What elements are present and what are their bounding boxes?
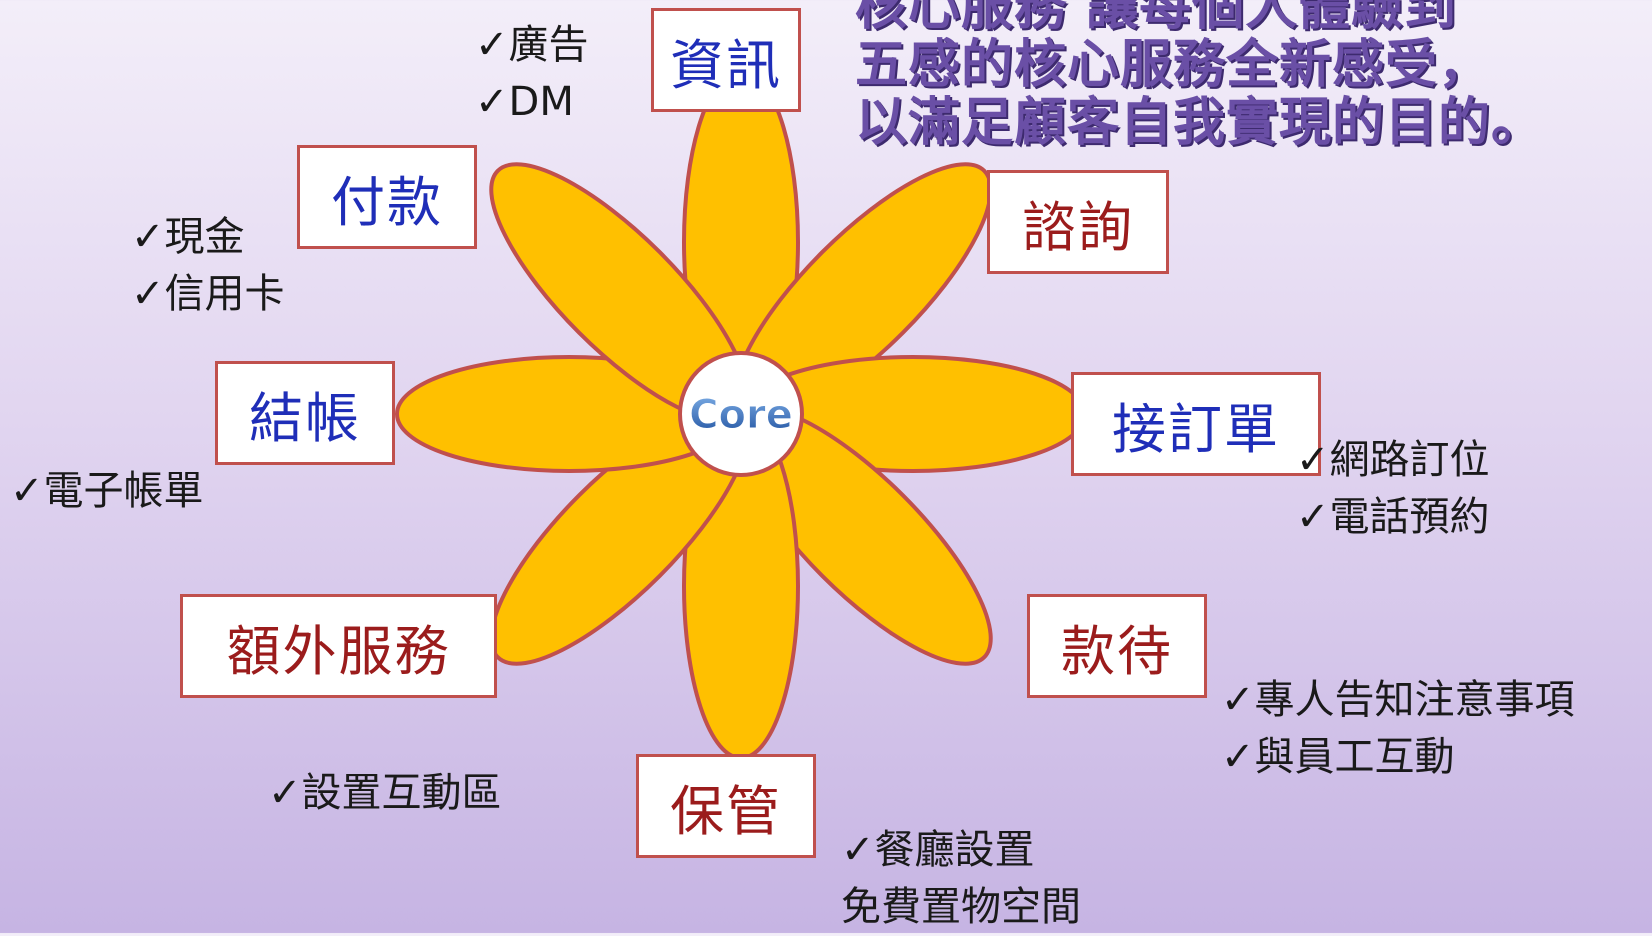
notes-hospitality: ✓專人告知注意事項 ✓與員工互動 [1221,672,1575,786]
notes-information: ✓廣告 ✓DM [475,17,589,131]
note-item: ✓電話預約 [1296,494,1490,540]
petal-label-information: 資訊 [651,8,801,112]
note-item: ✓電子帳單 [10,468,204,514]
note-item: ✓廣告 [475,22,589,68]
core-label: Core [689,392,793,438]
note-item: ✓信用卡 [131,271,285,317]
note-item: ✓網路訂位 [1296,437,1490,483]
notes-exceptions: ✓設置互動區 [268,765,502,822]
note-item: 免費置物空間 [841,884,1081,930]
notes-payment: ✓現金 ✓信用卡 [131,209,285,323]
note-item: ✓專人告知注意事項 [1221,677,1575,723]
note-item: ✓DM [475,79,574,125]
notes-order-taking: ✓網路訂位 ✓電話預約 [1296,432,1490,546]
note-item: ✓設置互動區 [268,770,502,816]
note-item: ✓餐廳設置 [841,827,1035,873]
note-item: ✓與員工互動 [1221,734,1455,780]
headline-line-2: 五感的核心服務全新感受， [855,35,1492,95]
headline-line-3: 以滿足顧客自我實現的目的。 [855,93,1545,153]
petal-label-hospitality: 款待 [1027,594,1207,698]
petal-label-payment: 付款 [297,145,477,249]
petal-label-safekeeping: 保管 [636,754,816,858]
notes-billing: ✓電子帳單 [10,463,204,520]
petal-label-consultation: 諮詢 [987,170,1169,274]
core-circle [678,351,804,477]
petal-label-order-taking: 接訂單 [1071,372,1321,476]
note-item: ✓現金 [131,214,245,260]
headline-line-1: 核心服務 讓每個人體驗到 [855,0,1458,37]
petal-label-billing: 結帳 [215,361,395,465]
petal-label-exceptions: 額外服務 [180,594,497,698]
notes-safekeeping: ✓餐廳設置 免費置物空間 [841,822,1081,936]
headline: 核心服務 讓每個人體驗到 五感的核心服務全新感受， 以滿足顧客自我實現的目的。 [855,0,1652,152]
